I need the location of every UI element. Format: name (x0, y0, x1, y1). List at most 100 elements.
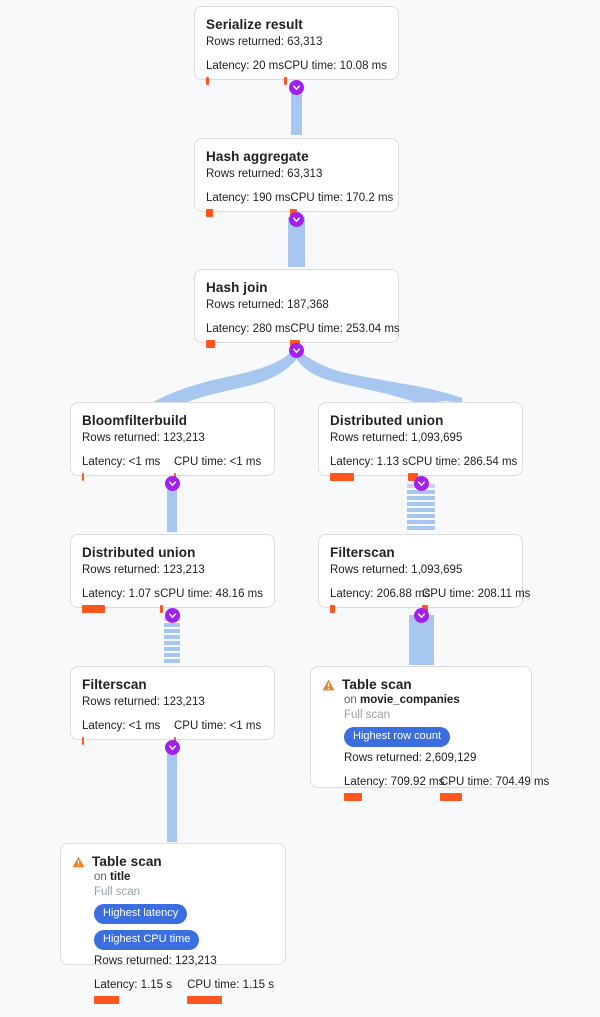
plan-node-hash-join[interactable]: Hash join Rows returned: 187,368 Latency… (194, 269, 400, 348)
latency-label: Latency: <1 ms (82, 456, 161, 468)
node-metrics: Latency: 280 ms CPU time: 253.04 ms (206, 322, 400, 348)
chevron-down-icon (418, 481, 425, 487)
latency-label: Latency: 190 ms (206, 192, 291, 204)
toggle-hash-aggregate[interactable] (289, 212, 304, 227)
cpu-time-bar (408, 473, 418, 481)
edge-aggregate-to-join (288, 217, 305, 267)
cpu-time-label: CPU time: 48.16 ms (160, 588, 263, 600)
metric-latency: Latency: 1.13 s (330, 455, 408, 481)
latency-bar (82, 473, 84, 481)
table-name: movie_companies (360, 694, 460, 706)
latency-label: Latency: <1 ms (82, 720, 161, 732)
toggle-filterscan-right[interactable] (414, 608, 429, 623)
node-badges: Highest latency Highest CPU time (72, 904, 274, 950)
node-rows-returned: Rows returned: 1,093,695 (330, 564, 463, 576)
cpu-time-label: CPU time: 253.04 ms (290, 323, 400, 335)
cpu-time-bar (284, 77, 288, 85)
metric-cpu-time: CPU time: 10.08 ms (284, 59, 387, 85)
node-header: Distributed union (330, 412, 511, 429)
toggle-serialize-result[interactable] (289, 80, 304, 95)
node-table-reference: on movie_companies (322, 693, 520, 708)
node-metrics: Latency: 190 ms CPU time: 170.2 ms (206, 191, 393, 217)
edge-join-to-distributed-union-body (298, 352, 462, 404)
node-title: Distributed union (330, 413, 444, 428)
plan-node-filterscan-left[interactable]: Filterscan Rows returned: 123,213 Latenc… (70, 666, 275, 745)
metric-latency: Latency: 1.07 s (82, 587, 160, 613)
node-header: Table scan (72, 853, 274, 870)
toggle-bloomfilterbuild[interactable] (165, 476, 180, 491)
plan-node-bloomfilterbuild[interactable]: Bloomfilterbuild Rows returned: 123,213 … (70, 402, 275, 481)
node-metrics: Latency: 1.13 s CPU time: 286.54 ms (330, 455, 517, 481)
node-header: Table scan (322, 676, 520, 693)
node-rows-returned: Rows returned: 63,313 (206, 168, 323, 180)
badge-highest-cpu-time[interactable]: Highest CPU time (94, 930, 200, 950)
node-metrics: Latency: 1.15 s CPU time: 1.15 s (72, 978, 274, 1004)
latency-bar (206, 77, 209, 85)
plan-node-distributed-union-right[interactable]: Distributed union Rows returned: 1,093,6… (318, 402, 523, 481)
chevron-down-icon (418, 613, 425, 619)
node-header: Filterscan (330, 544, 511, 561)
metric-cpu-time: CPU time: 253.04 ms (290, 322, 400, 348)
chevron-down-icon (293, 217, 300, 223)
toggle-filterscan-left[interactable] (165, 740, 180, 755)
latency-label: Latency: 1.13 s (330, 456, 408, 468)
metric-latency: Latency: <1 ms (82, 455, 174, 481)
badge-highest-latency[interactable]: Highest latency (94, 904, 188, 924)
node-rows-returned: Rows returned: 187,368 (206, 299, 329, 311)
latency-bar (330, 605, 335, 613)
toggle-hash-join[interactable] (289, 343, 304, 358)
latency-bar (206, 209, 213, 217)
node-metrics: Latency: 20 ms CPU time: 10.08 ms (206, 59, 387, 85)
cpu-time-label: CPU time: 704.49 ms (440, 776, 550, 788)
chevron-down-icon (293, 348, 300, 354)
toggle-distributed-union-left[interactable] (165, 608, 180, 623)
chevron-down-icon (169, 481, 176, 487)
latency-bar (330, 473, 354, 481)
plan-node-filterscan-right[interactable]: Filterscan Rows returned: 1,093,695 Late… (318, 534, 530, 613)
latency-label: Latency: 709.92 ms (344, 776, 445, 788)
latency-bar (344, 793, 362, 801)
cpu-time-label: CPU time: 286.54 ms (408, 456, 518, 468)
toggle-distributed-union-right[interactable] (414, 476, 429, 491)
latency-label: Latency: 280 ms (206, 323, 291, 335)
edge-join-to-bloomfilterbuild-body (150, 352, 297, 404)
node-header: Bloomfilterbuild (82, 412, 263, 429)
cpu-time-bar (160, 605, 164, 613)
node-title: Filterscan (82, 677, 147, 692)
node-title: Serialize result (206, 17, 303, 32)
chevron-down-icon (169, 745, 176, 751)
node-title: Bloomfilterbuild (82, 413, 188, 428)
node-rows-returned: Rows returned: 2,609,129 (344, 752, 477, 764)
edge-bloomfilter-to-union (167, 482, 177, 532)
latency-bar (82, 737, 84, 745)
metric-cpu-time: CPU time: 704.49 ms (440, 775, 549, 801)
metric-cpu-time: CPU time: 286.54 ms (408, 455, 517, 481)
plan-node-table-scan-title[interactable]: Table scan on title Full scan Highest la… (60, 843, 286, 1004)
node-rows-returned: Rows returned: 1,093,695 (330, 432, 463, 444)
node-rows-returned: Rows returned: 123,213 (82, 432, 205, 444)
badge-highest-row-count[interactable]: Highest row count (344, 727, 451, 747)
node-title: Hash aggregate (206, 149, 309, 164)
latency-bar (206, 340, 215, 348)
latency-label: Latency: 1.15 s (94, 979, 172, 991)
plan-node-serialize-result[interactable]: Serialize result Rows returned: 63,313 L… (194, 6, 399, 85)
node-title: Distributed union (82, 545, 196, 560)
metric-cpu-time: CPU time: 48.16 ms (160, 587, 263, 613)
edge-filterscan-to-tablescan-left (167, 747, 177, 842)
metric-cpu-time: CPU time: <1 ms (174, 719, 261, 745)
plan-node-distributed-union-left[interactable]: Distributed union Rows returned: 123,213… (70, 534, 275, 613)
node-title: Table scan (342, 677, 412, 692)
node-rows-returned: Rows returned: 63,313 (206, 36, 323, 48)
node-table-reference: on title (72, 870, 274, 885)
edge-filterscan-to-tablescan-right (409, 615, 434, 665)
node-header: Hash aggregate (206, 148, 387, 165)
node-header: Serialize result (206, 16, 387, 33)
plan-node-table-scan-movie-companies[interactable]: Table scan on movie_companies Full scan … (310, 666, 549, 801)
latency-bar (82, 605, 105, 613)
node-metrics: Latency: 709.92 ms CPU time: 704.49 ms (322, 775, 549, 801)
on-prefix: on (344, 694, 357, 706)
plan-node-hash-aggregate[interactable]: Hash aggregate Rows returned: 63,313 Lat… (194, 138, 399, 217)
metric-latency: Latency: 280 ms (206, 322, 290, 348)
metric-latency: Latency: 190 ms (206, 191, 290, 217)
